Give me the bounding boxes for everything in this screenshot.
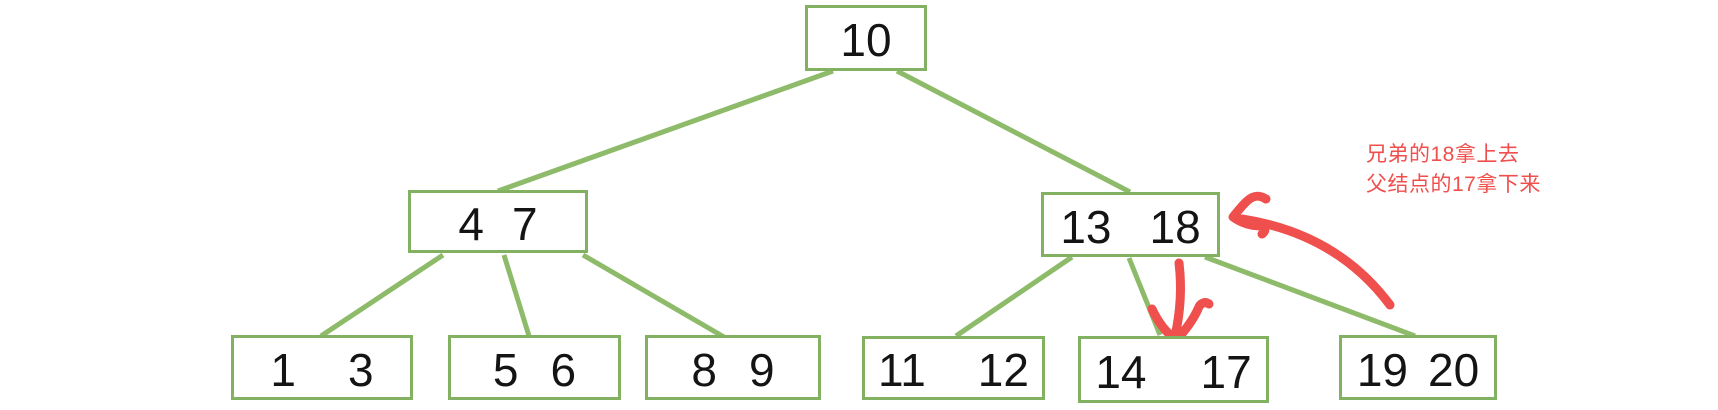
tree-node-19-20: 19 20 [1339, 335, 1497, 400]
curved-arrow-head [1228, 191, 1271, 239]
down-arrow-tail [1170, 258, 1185, 341]
tree-node-14-17: 14 17 [1078, 336, 1269, 403]
edge-10-to-4-7 [497, 68, 834, 194]
tree-node-5-6: 5 6 [448, 335, 621, 400]
edge-4-7-to-1-3 [319, 252, 445, 339]
node-value: 12 [977, 344, 1029, 396]
tree-node-4-7: 4 7 [408, 190, 588, 253]
tree-node-8-9: 8 9 [645, 335, 821, 400]
annotation-line-1: 兄弟的18拿上去 [1366, 143, 1520, 166]
edge-13-18-to-19-20 [1204, 254, 1416, 339]
tree-node-10: 10 [805, 5, 927, 71]
green-edges [319, 68, 1416, 340]
node-value: 9 [749, 343, 775, 396]
node-value: 4 [458, 197, 484, 250]
node-value: 10 [840, 14, 892, 66]
node-value: 1 [270, 343, 296, 396]
edge-13-18-to-11-12 [954, 254, 1074, 339]
node-value: 20 [1428, 343, 1480, 396]
node-value: 18 [1149, 200, 1201, 253]
node-value: 7 [512, 197, 538, 250]
node-value: 13 [1060, 200, 1112, 253]
tree-node-1-3: 1 3 [231, 335, 413, 400]
node-value: 5 [492, 343, 519, 396]
node-value: 17 [1200, 345, 1252, 398]
node-value: 19 [1356, 343, 1408, 396]
edge-10-to-13-18 [895, 68, 1132, 195]
handwritten-annotation: 兄弟的18拿上去 父结点的17拿下来 [1366, 140, 1541, 200]
edge-4-7-to-8-9 [581, 252, 726, 340]
node-value: 8 [691, 343, 717, 396]
node-value: 6 [550, 343, 577, 396]
tree-node-11-12: 11 12 [862, 336, 1045, 400]
node-value: 11 [878, 344, 926, 396]
node-value: 3 [348, 343, 374, 396]
tree-node-13-18: 13 18 [1041, 192, 1220, 257]
node-value: 14 [1095, 345, 1147, 398]
down-arrow-head [1147, 298, 1214, 345]
annotation-line-2: 父结点的17拿下来 [1366, 173, 1541, 196]
red-annotation-arrows [1147, 191, 1395, 345]
edge-4-7-to-5-6 [501, 254, 532, 337]
